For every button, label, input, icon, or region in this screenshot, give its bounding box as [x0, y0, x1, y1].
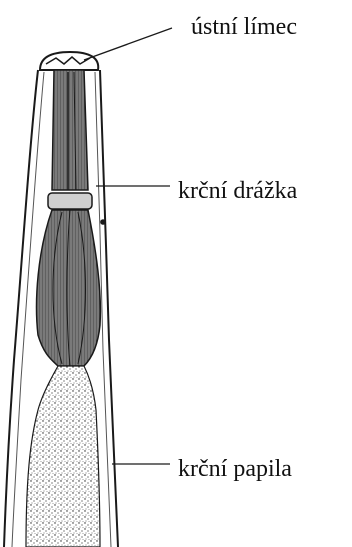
mouth-collar [40, 52, 98, 70]
leader-line-mouth-collar [84, 28, 172, 60]
label-cervical-papilla: krční papila [178, 457, 292, 481]
esophagus-anterior [52, 70, 88, 190]
label-cervical-groove: krční drážka [178, 179, 297, 203]
label-mouth-collar: ústní límec [191, 15, 297, 39]
nerve-ring [48, 193, 92, 209]
cervical-papilla-dot [100, 219, 106, 225]
intestine [26, 366, 100, 547]
body-outline-right [100, 70, 118, 547]
